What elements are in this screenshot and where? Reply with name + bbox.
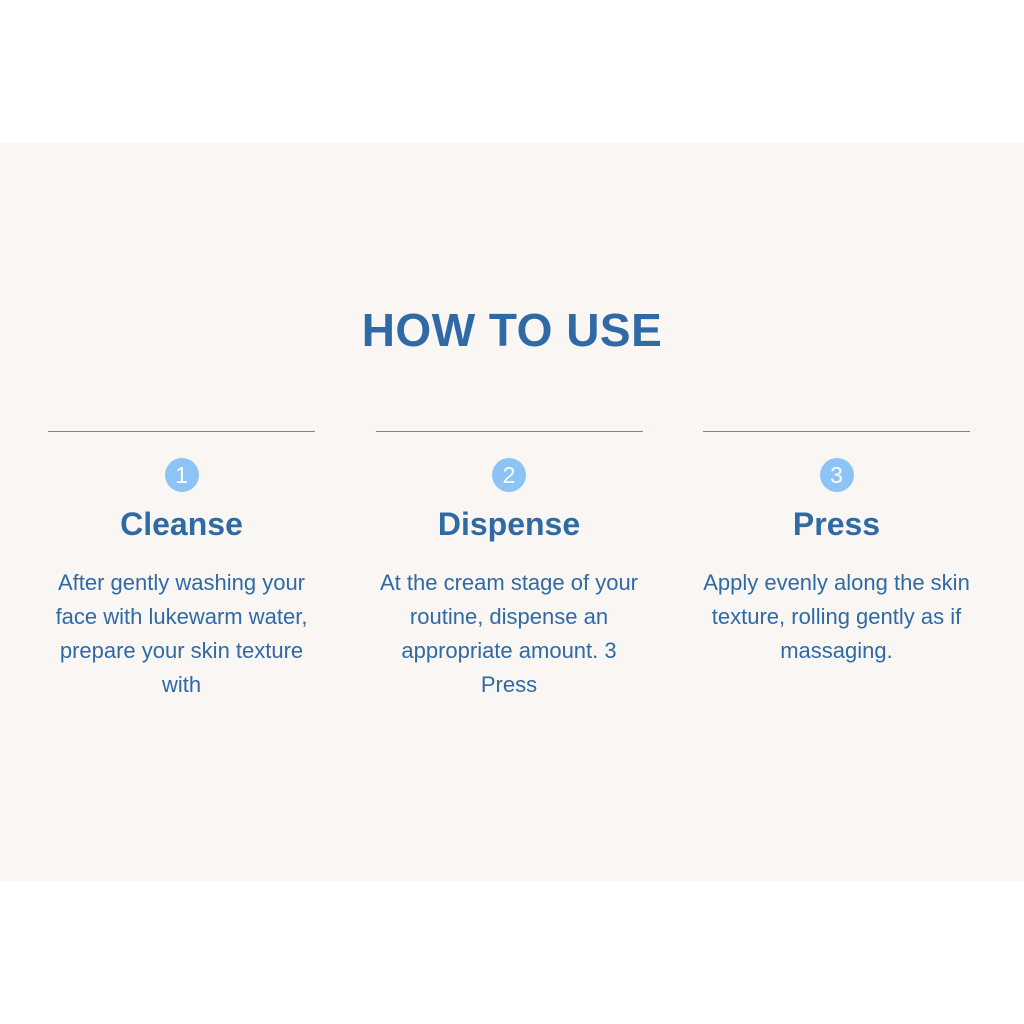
step-number-badge: 2 [492,458,526,492]
steps-row: 1 Cleanse After gently washing your face… [48,431,970,702]
step-dispense: 2 Dispense At the cream stage of your ro… [375,431,643,702]
step-title: Press [792,506,881,542]
how-to-use-panel: HOW TO USE 1 Cleanse After gently washin… [0,143,1024,881]
step-title: Dispense [437,506,581,542]
step-cleanse: 1 Cleanse After gently washing your face… [48,431,315,702]
step-description: Apply evenly along the skin texture, rol… [703,570,970,663]
step-description: After gently washing your face with luke… [55,570,308,697]
step-divider [48,431,315,432]
step-number-badge: 1 [164,458,199,492]
step-divider [375,431,643,432]
step-divider [703,431,970,432]
step-description: At the cream stage of your routine, disp… [379,570,639,697]
section-title: HOW TO USE [361,304,663,356]
step-number-badge: 3 [819,458,854,492]
step-title: Cleanse [120,506,243,542]
step-press: 3 Press Apply evenly along the skin text… [703,431,970,702]
